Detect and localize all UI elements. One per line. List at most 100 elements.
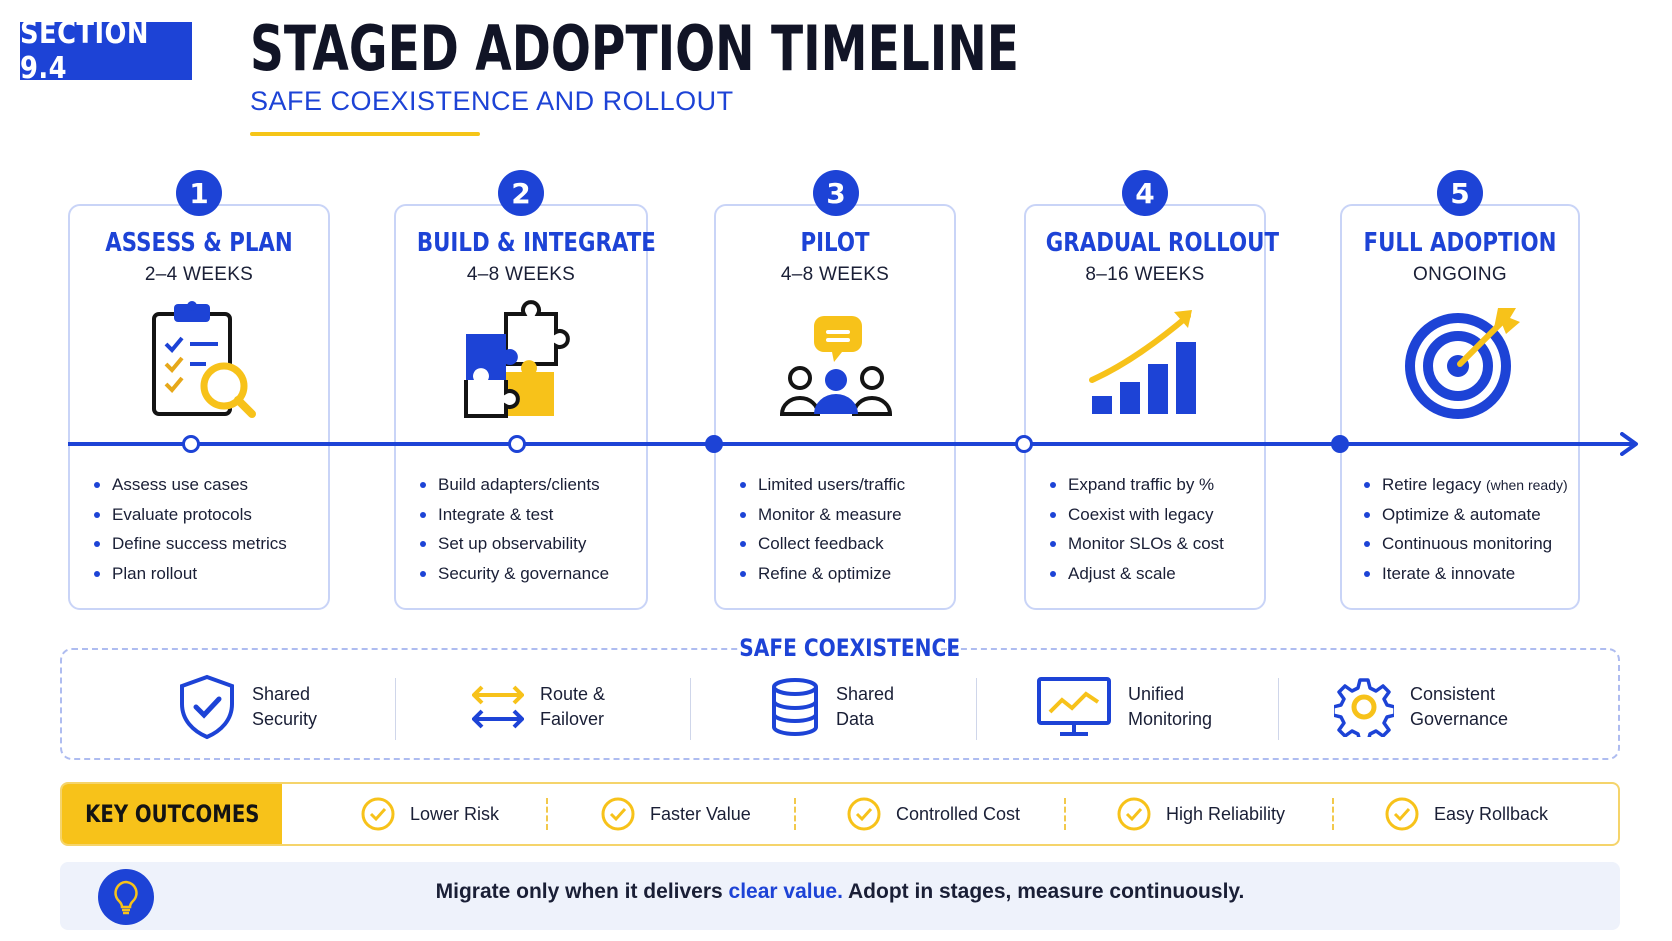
list-item-note: (when ready) — [1485, 477, 1568, 493]
list-item: Define success metrics — [92, 529, 287, 559]
stage-duration-4: 8–16 WEEKS — [1085, 264, 1205, 285]
list-item: Refine & optimize — [738, 559, 905, 589]
outcome-lower-risk: Lower Risk — [360, 792, 499, 836]
outcome-label: Easy Rollback — [1434, 803, 1549, 824]
footer-message: Migrate only when it delivers clear valu… — [260, 880, 1420, 904]
stage-duration-3: 4–8 WEEKS — [780, 264, 890, 285]
stage-3-bullets: Limited users/traffic Monitor & measure … — [738, 470, 905, 588]
users-chat-icon — [778, 300, 894, 425]
list-item: Security & governance — [418, 559, 609, 589]
shield-check-icon — [180, 674, 234, 740]
section-badge: SECTION 9.4 — [20, 16, 192, 86]
outcome-faster-value: Faster Value — [600, 792, 751, 836]
divider — [1278, 678, 1279, 740]
list-item: Adjust & scale — [1048, 559, 1224, 589]
divider — [395, 678, 396, 740]
stage-number-2: 2 — [498, 170, 544, 216]
target-arrow-icon — [1404, 300, 1524, 425]
stage-title-3: PILOT — [800, 228, 870, 258]
coexist-label: Route &Failover — [540, 684, 606, 729]
footer-highlight: clear value. — [728, 880, 843, 903]
outcome-label: Lower Risk — [410, 803, 500, 824]
outcome-label: Controlled Cost — [896, 803, 1021, 824]
list-item: Iterate & innovate — [1362, 559, 1568, 589]
stage-number-5: 5 — [1437, 170, 1483, 216]
growth-bar-chart-icon — [1086, 300, 1206, 425]
timeline-line — [68, 442, 1634, 446]
divider — [1064, 798, 1066, 830]
list-item: Limited users/traffic — [738, 470, 905, 500]
divider — [976, 678, 977, 740]
list-item: Evaluate protocols — [92, 500, 287, 530]
list-item: Continuous monitoring — [1362, 529, 1568, 559]
stage-title-1: ASSESS & PLAN — [105, 228, 293, 258]
list-item: Coexist with legacy — [1048, 500, 1224, 530]
key-outcomes-panel: KEY OUTCOMES — [60, 782, 1620, 846]
check-circle-icon — [1385, 797, 1419, 831]
check-circle-icon — [1117, 797, 1151, 831]
timeline-node-2 — [508, 435, 526, 453]
list-item: Monitor & measure — [738, 500, 905, 530]
stage-title-5: FULL ADOPTION — [1363, 228, 1557, 258]
gear-icon — [1334, 678, 1394, 737]
list-item: Retire legacy (when ready) — [1362, 470, 1568, 500]
stage-4-bullets: Expand traffic by % Coexist with legacy … — [1048, 470, 1224, 588]
page-title: STAGED ADOPTION TIMELINE — [250, 12, 1019, 85]
timeline-node-5 — [1331, 435, 1349, 453]
stage-card-gradual-rollout — [1024, 204, 1266, 610]
check-circle-icon — [361, 797, 395, 831]
list-item: Monitor SLOs & cost — [1048, 529, 1224, 559]
timeline-node-4 — [1015, 435, 1033, 453]
list-item: Optimize & automate — [1362, 500, 1568, 530]
lightbulb-icon — [98, 869, 154, 925]
list-item: Assess use cases — [92, 470, 287, 500]
stage-duration-5: ONGOING — [1413, 264, 1507, 285]
check-circle-icon — [601, 797, 635, 831]
list-item: Collect feedback — [738, 529, 905, 559]
divider — [794, 798, 796, 830]
outcome-controlled-cost: Controlled Cost — [846, 792, 1020, 836]
check-circle-icon — [847, 797, 881, 831]
stage-title-2: BUILD & INTEGRATE — [416, 228, 656, 258]
list-item: Set up observability — [418, 529, 609, 559]
title-underline — [250, 132, 480, 136]
outcome-high-reliability: High Reliability — [1116, 792, 1285, 836]
timeline-arrow-icon — [1620, 432, 1638, 456]
footer-text-start: Migrate only when it delivers — [435, 880, 729, 903]
outcome-label: Faster Value — [650, 803, 751, 824]
list-item: Integrate & test — [418, 500, 609, 530]
footer-text-end: Adopt in stages, measure continuously. — [842, 880, 1245, 903]
stage-number-1: 1 — [176, 170, 222, 216]
stage-title-4: GRADUAL ROLLOUT — [1045, 228, 1279, 258]
divider — [690, 678, 691, 740]
clipboard-checklist-magnifier-icon — [148, 300, 260, 425]
divider — [1332, 798, 1334, 830]
stage-duration-2: 4–8 WEEKS — [466, 264, 576, 285]
timeline-node-1 — [182, 435, 200, 453]
outcome-label: High Reliability — [1166, 803, 1286, 824]
database-icon — [772, 678, 818, 737]
stage-number-4: 4 — [1122, 170, 1168, 216]
key-outcomes-label: KEY OUTCOMES — [62, 784, 282, 844]
divider — [546, 798, 548, 830]
outcome-easy-rollback: Easy Rollback — [1384, 792, 1548, 836]
stage-card-full-adoption — [1340, 204, 1580, 610]
safe-coexistence-heading: SAFE COEXISTENCE — [739, 634, 961, 662]
footer-banner — [60, 862, 1620, 930]
puzzle-pieces-icon — [462, 300, 580, 425]
stage-number-3: 3 — [813, 170, 859, 216]
list-item: Plan rollout — [92, 559, 287, 589]
stage-5-bullets: Retire legacy (when ready) Optimize & au… — [1362, 470, 1568, 588]
section-label: SECTION 9.4 — [20, 16, 149, 86]
timeline-node-3 — [705, 435, 723, 453]
list-item: Expand traffic by % — [1048, 470, 1224, 500]
swap-arrows-icon — [472, 685, 524, 729]
monitor-chart-icon — [1037, 677, 1111, 736]
